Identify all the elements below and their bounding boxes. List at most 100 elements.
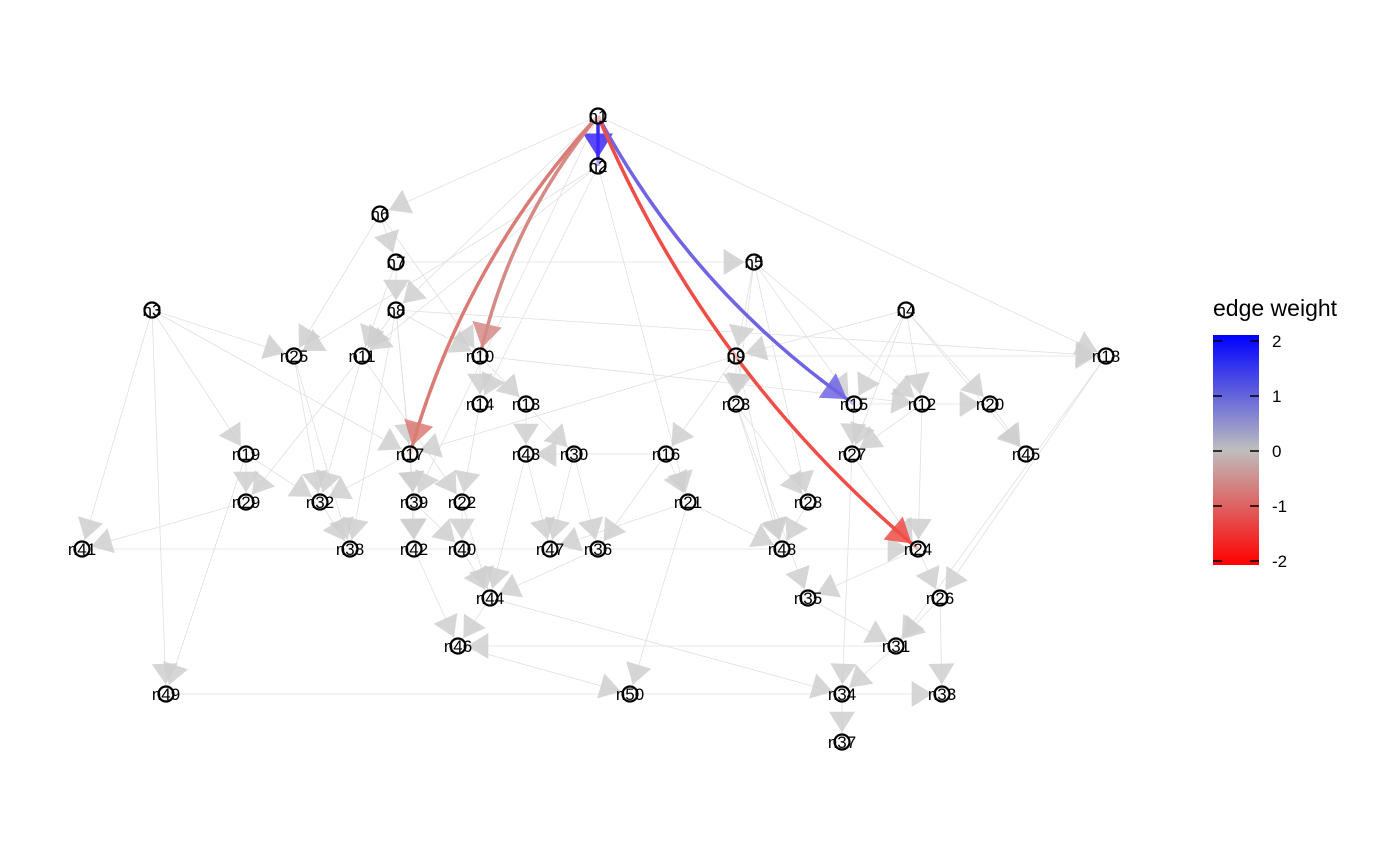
node-n26: n26 xyxy=(926,589,954,608)
arrowhead-n34-n37 xyxy=(829,711,855,733)
arrowhead-n1-n6 xyxy=(388,189,413,214)
edge-n18-n31 xyxy=(895,355,1107,647)
arrowhead-n44-n46 xyxy=(463,613,486,639)
node-circle xyxy=(1097,347,1115,365)
arrowhead-n19-n32 xyxy=(287,474,312,497)
node-circle xyxy=(913,395,931,413)
arrowhead-n10-n14 xyxy=(467,373,493,395)
weighted-arrowhead-n1-n2 xyxy=(583,133,613,158)
node-circle xyxy=(773,540,791,558)
node-circle xyxy=(1017,445,1035,463)
node-circle xyxy=(73,540,91,558)
node-label: n45 xyxy=(1012,445,1040,464)
arrowhead-n8-n11 xyxy=(367,323,391,349)
node-label: n36 xyxy=(584,540,612,559)
node-label: n43 xyxy=(512,445,540,464)
weighted-arrowhead-n1-n10 xyxy=(472,321,502,348)
node-circle xyxy=(845,395,863,413)
node-label: n37 xyxy=(828,733,856,752)
node-circle xyxy=(565,445,583,463)
node-n21: n21 xyxy=(674,493,702,512)
edge-n2-n14 xyxy=(479,165,599,405)
node-n34: n34 xyxy=(828,685,856,704)
node-circle xyxy=(745,253,763,271)
node-n37: n37 xyxy=(828,733,856,752)
node-n20: n20 xyxy=(976,395,1004,414)
node-label: n20 xyxy=(976,395,1004,414)
arrowhead-n31-n46 xyxy=(467,633,489,659)
node-label: n48 xyxy=(768,540,796,559)
node-n7: n7 xyxy=(387,253,406,272)
weighted-arrowhead-n1-n24 xyxy=(883,516,912,544)
arrowhead-n17-n39 xyxy=(398,470,425,493)
node-label: n15 xyxy=(840,395,868,414)
arrowhead-n17-n32 xyxy=(328,476,353,500)
node-label: n32 xyxy=(306,493,334,512)
edge-n5-n28 xyxy=(753,261,809,503)
weighted-arrowhead-n1-n15 xyxy=(818,373,847,400)
edge-n1-n18 xyxy=(597,115,1107,357)
node-n9: n9 xyxy=(727,347,746,366)
node-label: n13 xyxy=(512,395,540,414)
node-label: n4 xyxy=(897,301,916,320)
arrowhead-n7-n8 xyxy=(383,279,409,301)
arrowhead-n15-n20 xyxy=(959,391,981,417)
arrowhead-n25-n32 xyxy=(301,469,328,493)
node-n40: n40 xyxy=(448,540,476,559)
arrowhead-n22-n40 xyxy=(449,518,475,540)
node-circle xyxy=(401,445,419,463)
node-label: n44 xyxy=(476,589,504,608)
edge-n23-n35 xyxy=(735,403,809,599)
node-label: n11 xyxy=(348,347,375,366)
node-circle xyxy=(143,301,161,319)
edge-n25-n38 xyxy=(293,355,351,550)
node-circle xyxy=(387,301,405,319)
node-circle xyxy=(799,493,817,511)
arrowhead-n9-n16 xyxy=(671,421,695,447)
node-label: n31 xyxy=(882,637,910,656)
arrowhead-n26-n33 xyxy=(928,663,955,685)
arrowhead-n24-n26 xyxy=(915,565,940,590)
edge-n3-n17 xyxy=(151,309,411,455)
node-circle xyxy=(589,107,607,125)
edge-n21-n50 xyxy=(629,501,689,695)
node-circle xyxy=(285,347,303,365)
node-label: n14 xyxy=(466,395,494,414)
arrowhead-n16-n36 xyxy=(603,516,627,542)
arrowhead-n21-n47 xyxy=(559,526,583,552)
node-circle xyxy=(727,347,745,365)
node-n30: n30 xyxy=(560,445,588,464)
node-n45: n45 xyxy=(1012,445,1040,464)
node-n35: n35 xyxy=(794,589,822,608)
node-label: n28 xyxy=(794,493,822,512)
node-label: n27 xyxy=(838,445,866,464)
node-label: n12 xyxy=(908,395,936,414)
edge-n27-n34 xyxy=(841,453,853,695)
arrowhead-n6-n7 xyxy=(374,229,399,253)
node-label: n49 xyxy=(152,685,180,704)
arrowhead-n11-n29 xyxy=(251,470,275,495)
arrowhead-n21-n50 xyxy=(626,661,652,685)
edge-n3-n49 xyxy=(151,309,167,695)
arrowhead-n46-n50 xyxy=(597,673,621,699)
legend-tick-label: -2 xyxy=(1272,552,1287,571)
arrowhead-n12-n24 xyxy=(905,518,932,540)
node-circle xyxy=(157,685,175,703)
arrowhead-n29-n41 xyxy=(91,528,115,554)
arrowhead-n30-n36 xyxy=(578,516,604,540)
node-circle xyxy=(471,347,489,365)
node-label: n29 xyxy=(232,493,260,512)
arrowhead-n24-n35 xyxy=(816,573,841,598)
arrowhead-n9-n18 xyxy=(1075,343,1097,369)
edge-n19-n49 xyxy=(165,453,247,695)
node-label: n3 xyxy=(143,301,162,320)
node-n11: n11 xyxy=(348,347,375,366)
node-label: n25 xyxy=(280,347,308,366)
node-circle xyxy=(237,493,255,511)
node-circle xyxy=(799,589,817,607)
node-circle xyxy=(405,493,423,511)
arrowhead-n39-n42 xyxy=(401,518,427,540)
node-circle xyxy=(405,540,423,558)
node-circle xyxy=(237,445,255,463)
